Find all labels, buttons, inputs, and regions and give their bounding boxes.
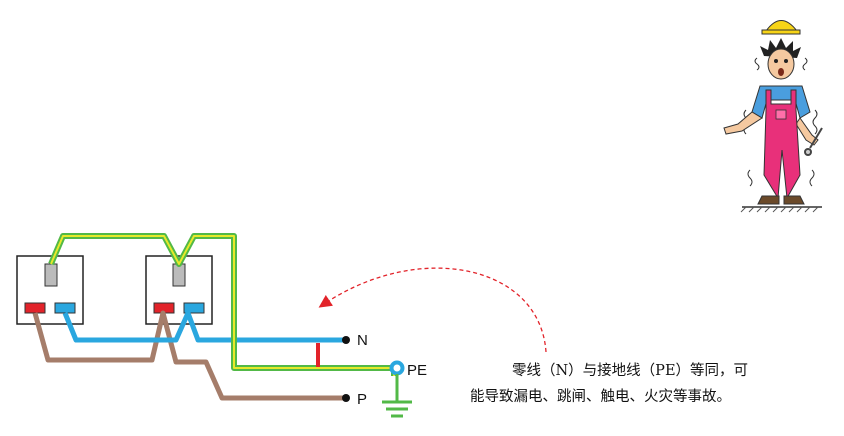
socket-right-earth-pin	[172, 263, 186, 287]
caption: 零线（N）与接地线（PE）等同，可 能导致漏电、跳闸、触电、火灾等事故。	[470, 358, 810, 410]
socket-left-live-pin	[24, 302, 46, 314]
ground-symbol-icon	[382, 374, 412, 418]
n-terminal-dot	[342, 336, 350, 344]
live-wire	[32, 310, 345, 401]
p-label: P	[357, 391, 367, 408]
caption-line-2: 能导致漏电、跳闸、触电、火灾等事故。	[470, 389, 731, 405]
socket-left-earth-pin	[44, 263, 58, 287]
socket-left	[16, 255, 84, 325]
pe-label: PE	[407, 362, 427, 379]
neutral-wire	[62, 310, 345, 343]
dashed-arrow	[318, 267, 547, 353]
pe-node	[389, 360, 405, 376]
socket-left-neutral-pin	[54, 302, 76, 314]
socket-right-neutral-pin	[183, 302, 205, 314]
socket-right	[145, 255, 213, 325]
n-label: N	[357, 332, 368, 349]
p-terminal-dot	[342, 394, 350, 402]
shocked-electrician-icon	[723, 20, 823, 213]
caption-line-1: 零线（N）与接地线（PE）等同，可	[512, 363, 749, 379]
earth-wire	[48, 233, 397, 376]
